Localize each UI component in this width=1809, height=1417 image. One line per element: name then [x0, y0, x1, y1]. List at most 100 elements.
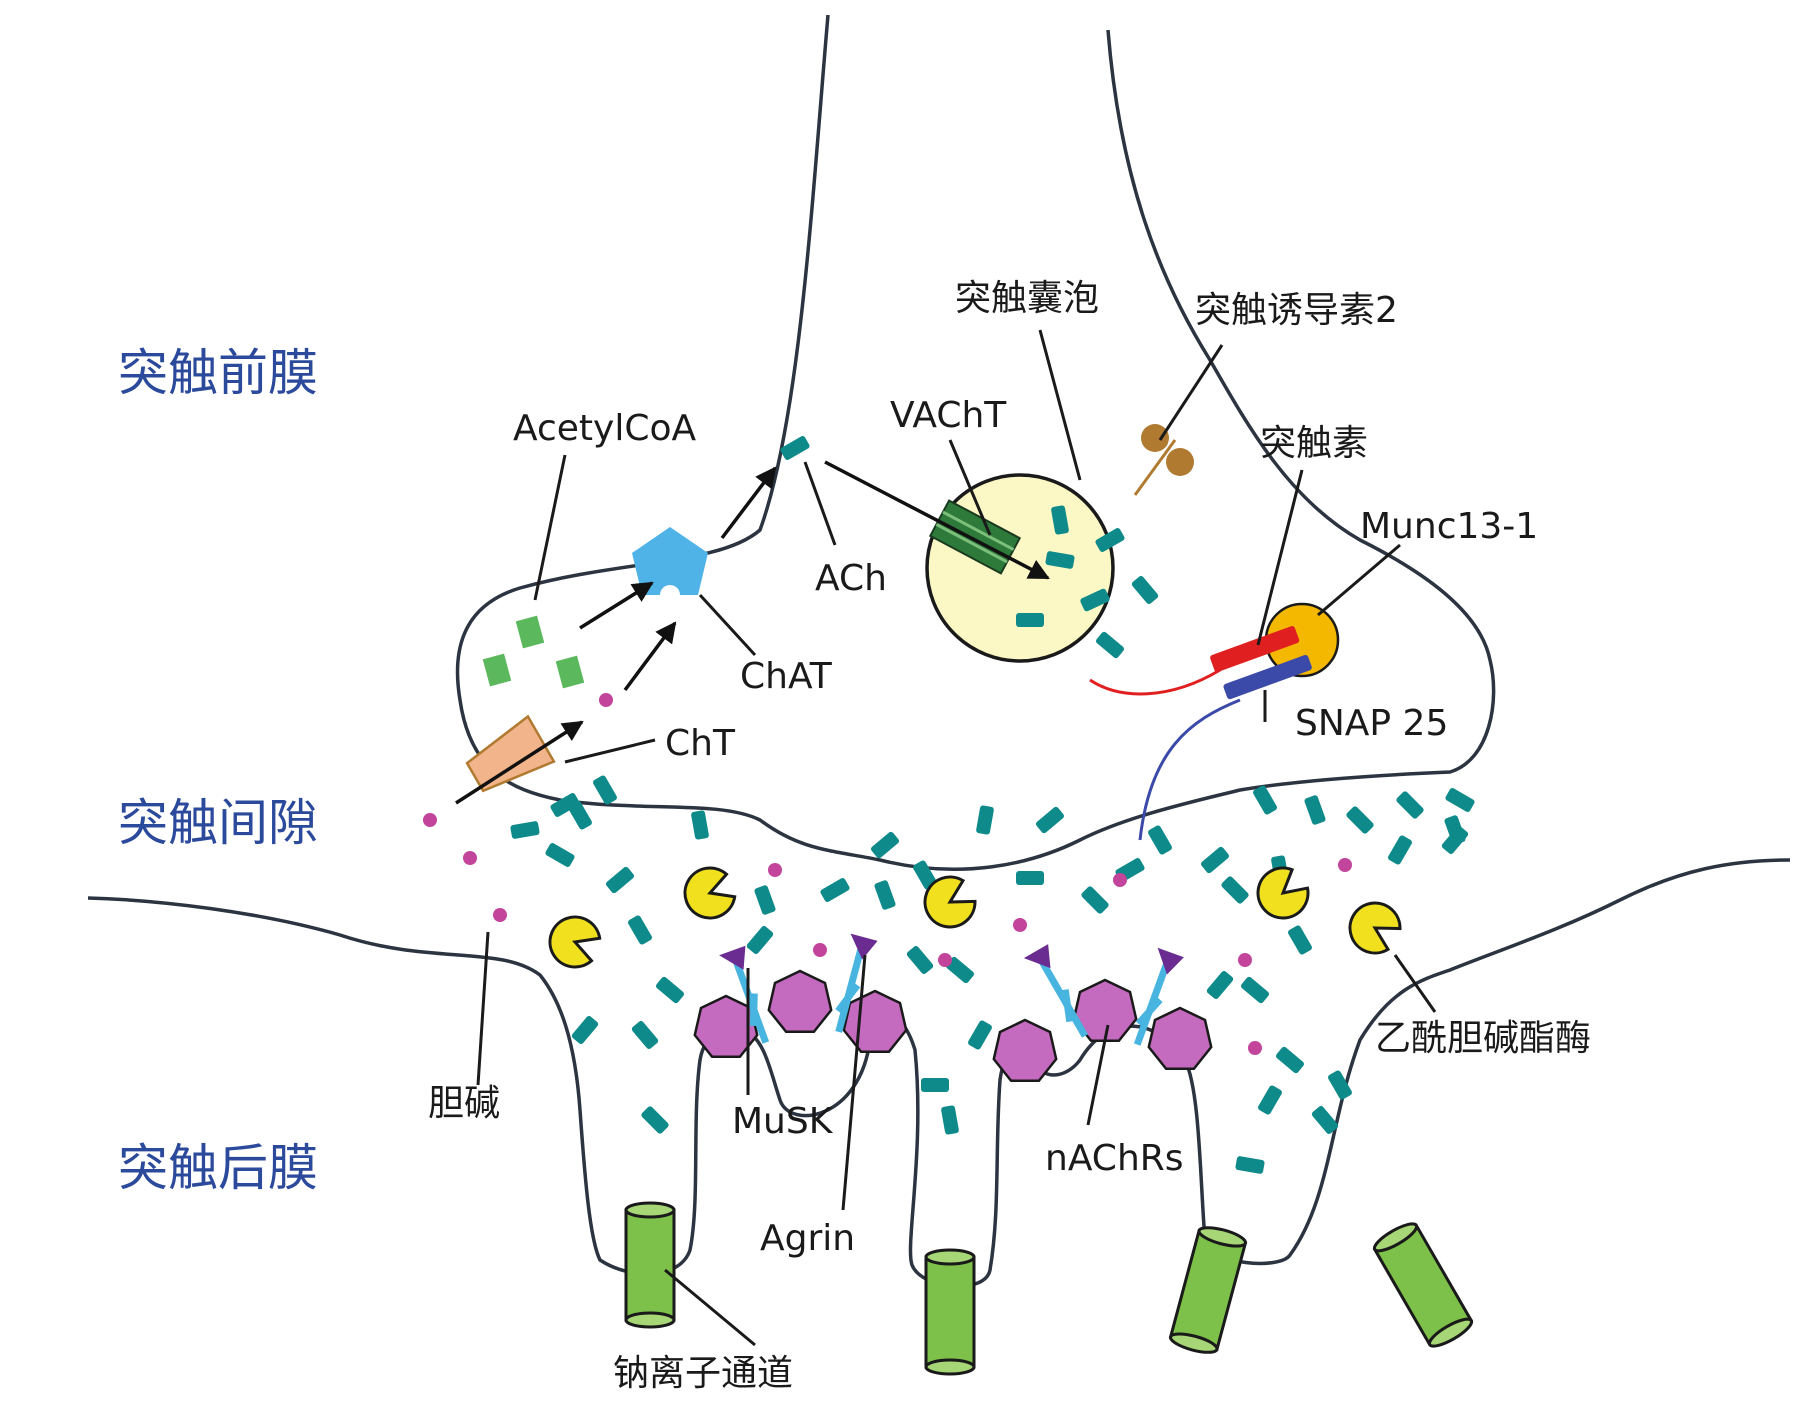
ache-enzyme	[923, 875, 977, 929]
cleft-ach-molecule	[1201, 846, 1229, 874]
postsynaptic-membrane	[87, 858, 1791, 1289]
acetylcoa-square	[515, 615, 545, 649]
acetylcoa-molecules	[482, 615, 585, 689]
cleft-ach-molecule	[1444, 815, 1466, 845]
channel-bottom	[1169, 1332, 1219, 1354]
cleft-ach-molecule	[1276, 1046, 1304, 1074]
choline-dot	[1248, 1041, 1262, 1055]
choline-dot	[1013, 918, 1027, 932]
cleft-ach-molecule	[921, 1078, 949, 1092]
leader-nachrs	[1086, 1024, 1110, 1126]
cleft-ach-molecule	[1396, 791, 1424, 819]
musk-stalk	[1036, 956, 1089, 1038]
vesicle-ach-molecule	[1016, 613, 1044, 627]
acetylcoa-square	[555, 655, 585, 689]
cleft-ach-molecule	[1311, 1106, 1339, 1134]
leader-ach	[803, 461, 837, 546]
cleft-ach-molecule	[1221, 876, 1249, 904]
cleft-ach-molecule	[545, 843, 575, 867]
cleft-ach-molecule	[1253, 785, 1277, 815]
channel-body	[624, 1208, 676, 1322]
label-nachrs: nAChRs	[1045, 1138, 1184, 1179]
agrin-triangle	[850, 933, 878, 960]
agrin-triangle	[1157, 947, 1184, 975]
sodium-channels	[624, 1201, 1474, 1376]
channel-body	[924, 1255, 976, 1369]
channel-bottom	[924, 1358, 976, 1376]
channel-top	[1372, 1222, 1419, 1253]
acetylcoa-square	[482, 653, 512, 687]
chat-enzyme	[632, 527, 708, 595]
cleft-ach-molecule	[1148, 825, 1172, 855]
cleft-ach-molecule	[641, 1106, 669, 1134]
label-na-channel: 钠离子通道	[613, 1353, 793, 1394]
leader-acetylcoa	[533, 454, 567, 601]
ache-enzyme	[1256, 866, 1310, 920]
arrow-chat-to-ach	[720, 466, 777, 540]
vesicle-ach-molecule	[1096, 631, 1124, 659]
channel-bottom	[624, 1311, 676, 1329]
synaptotagmin2	[1133, 424, 1194, 496]
cleft-ach-molecule	[1445, 788, 1475, 812]
leader-vesicle	[1038, 329, 1082, 481]
label-synaptophysin: 突触素	[1260, 423, 1368, 464]
leader-synaptotagmin2	[1158, 344, 1224, 441]
agrin-triangle	[719, 945, 746, 970]
ache-enzyme	[1348, 901, 1402, 955]
label-ach: ACh	[815, 558, 887, 599]
channel-bottom	[1427, 1317, 1474, 1348]
channel-body	[1168, 1228, 1248, 1352]
choline-dot	[1338, 858, 1352, 872]
cleft-ach-molecule	[1328, 1070, 1352, 1100]
leader-na-channel	[664, 1268, 756, 1347]
sodium-channel	[624, 1201, 676, 1329]
arrow-ach-to-vesicle	[824, 460, 1050, 580]
vesicle-tether-blue	[1138, 698, 1241, 841]
label-choline: 胆碱	[428, 1083, 500, 1124]
channel-top	[924, 1248, 976, 1266]
cleft-ach-molecule	[941, 1105, 959, 1135]
label-agrin: Agrin	[760, 1218, 855, 1259]
channel-top	[1197, 1226, 1247, 1248]
label-ache: 乙酰胆碱酯酶	[1375, 1018, 1591, 1059]
musk-receptors	[719, 933, 1184, 1046]
cleft-ach-molecule	[906, 946, 934, 974]
leader-synaptophysin	[1256, 469, 1304, 646]
musk-stalk	[731, 956, 770, 1044]
arrow-acetylcoa-to-chat	[579, 581, 654, 630]
cleft-ach-molecule	[1235, 1156, 1265, 1174]
cleft-ach-molecule	[1258, 1085, 1282, 1115]
vesicle-ach-group	[780, 436, 1159, 659]
label-acetylcoa: AcetylCoA	[513, 408, 697, 449]
musk-stalk	[835, 944, 866, 1033]
cleft-ach-molecule	[568, 800, 592, 830]
cleft-ach-molecule	[1036, 806, 1064, 834]
musk-stalk	[1133, 958, 1172, 1046]
cleft-ach-molecule	[871, 831, 899, 859]
cleft-ach-molecule	[631, 1021, 659, 1049]
label-snap25: SNAP 25	[1295, 703, 1448, 744]
ache-enzyme	[548, 915, 602, 969]
vesicle-ach-molecule	[1080, 588, 1110, 612]
cleft-ach-molecule	[913, 860, 937, 890]
vesicle-ach-molecule	[1131, 576, 1159, 604]
musk-receptor	[719, 945, 770, 1044]
cleft-ach-molecule	[968, 1020, 992, 1050]
musk-receptor	[835, 933, 878, 1033]
label-chat: ChAT	[740, 656, 833, 697]
channel-top	[624, 1201, 676, 1219]
cleft-ach-molecule	[746, 926, 774, 954]
label-munc13: Munc13-1	[1360, 506, 1538, 547]
nachr-heptagon	[1147, 1006, 1213, 1071]
leader-choline	[476, 931, 490, 1086]
musk-arm	[749, 993, 758, 1026]
region-cleft-label: 突触间隙	[118, 794, 318, 852]
cleft-ach-molecule	[874, 880, 896, 910]
region-postsynaptic-label: 突触后膜	[118, 1139, 318, 1197]
agrin-triangle	[1023, 944, 1051, 969]
musk-arm	[835, 983, 861, 1014]
vesicle-ach-molecule	[1051, 505, 1069, 535]
snap25-stick	[1223, 654, 1312, 700]
vesicle-ach-molecule	[1045, 551, 1075, 569]
